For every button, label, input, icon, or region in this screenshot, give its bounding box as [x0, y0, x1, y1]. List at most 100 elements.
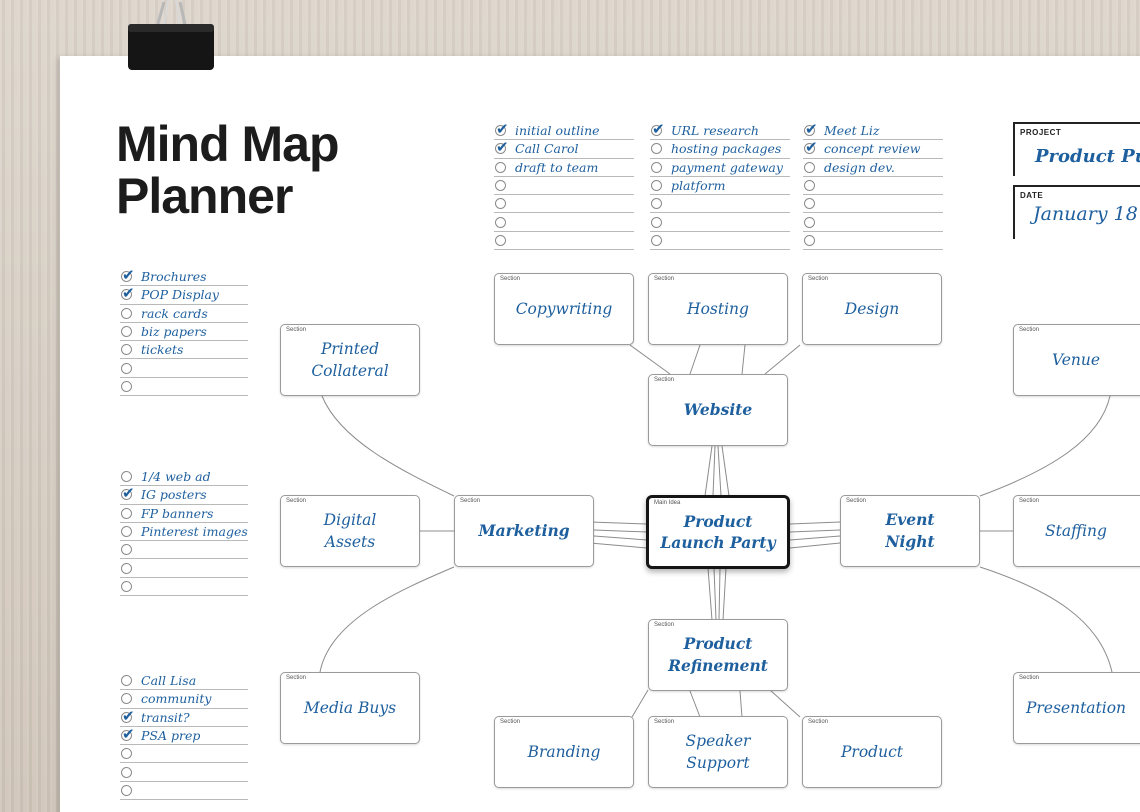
- empty-circle-icon[interactable]: [495, 198, 506, 210]
- empty-circle-icon[interactable]: [121, 380, 132, 392]
- node-hosting[interactable]: Section Hosting: [648, 273, 788, 345]
- node-printed-collateral[interactable]: Section Printed Collateral: [280, 324, 420, 396]
- list-item[interactable]: [803, 232, 943, 251]
- node-design[interactable]: Section Design: [802, 273, 942, 345]
- node-presentation[interactable]: Section Presentation: [1013, 672, 1140, 744]
- list-item[interactable]: Call Carol: [494, 138, 634, 159]
- empty-circle-icon[interactable]: [121, 326, 132, 338]
- list-item[interactable]: [803, 213, 943, 232]
- list-item[interactable]: tickets: [120, 341, 248, 360]
- empty-circle-icon[interactable]: [804, 180, 815, 192]
- node-media-buys[interactable]: Section Media Buys: [280, 672, 420, 744]
- node-website[interactable]: Section Website: [648, 374, 788, 446]
- node-marketing[interactable]: Section Marketing: [454, 495, 594, 567]
- empty-circle-icon[interactable]: [651, 180, 662, 192]
- empty-circle-icon[interactable]: [495, 161, 506, 173]
- list-item[interactable]: URL research: [650, 120, 790, 141]
- list-item[interactable]: [120, 541, 248, 560]
- empty-circle-icon[interactable]: [804, 198, 815, 210]
- empty-circle-icon[interactable]: [121, 693, 132, 705]
- node-speaker-support[interactable]: Section Speaker Support: [648, 716, 788, 788]
- check-circle-icon[interactable]: [121, 266, 135, 284]
- node-staffing[interactable]: Section Staffing: [1013, 495, 1140, 567]
- list-item[interactable]: IG posters: [120, 484, 248, 505]
- empty-circle-icon[interactable]: [121, 507, 132, 519]
- empty-circle-icon[interactable]: [121, 526, 132, 538]
- list-item[interactable]: draft to team: [494, 159, 634, 177]
- empty-circle-icon[interactable]: [651, 234, 662, 246]
- list-item[interactable]: [650, 213, 790, 232]
- project-field[interactable]: PROJECT Product Pu: [1013, 122, 1140, 176]
- empty-circle-icon[interactable]: [495, 216, 506, 228]
- empty-circle-icon[interactable]: [495, 234, 506, 246]
- list-item[interactable]: [650, 195, 790, 214]
- empty-circle-icon[interactable]: [651, 198, 662, 210]
- node-copywriting[interactable]: Section Copywriting: [494, 273, 634, 345]
- check-circle-icon[interactable]: [121, 707, 135, 725]
- list-item[interactable]: PSA prep: [120, 725, 248, 746]
- empty-circle-icon[interactable]: [121, 766, 132, 778]
- node-product[interactable]: Section Product: [802, 716, 942, 788]
- empty-circle-icon[interactable]: [121, 675, 132, 687]
- empty-circle-icon[interactable]: [121, 362, 132, 374]
- empty-circle-icon[interactable]: [804, 216, 815, 228]
- empty-circle-icon[interactable]: [651, 216, 662, 228]
- list-item[interactable]: Pinterest images: [120, 523, 248, 542]
- empty-circle-icon[interactable]: [804, 234, 815, 246]
- list-item[interactable]: payment gateway: [650, 159, 790, 177]
- list-item[interactable]: Meet Liz: [803, 120, 943, 141]
- empty-circle-icon[interactable]: [804, 161, 815, 173]
- list-item[interactable]: rack cards: [120, 305, 248, 323]
- empty-circle-icon[interactable]: [121, 784, 132, 796]
- empty-circle-icon[interactable]: [121, 748, 132, 760]
- check-circle-icon[interactable]: [495, 138, 509, 156]
- list-item[interactable]: [803, 177, 943, 196]
- list-item[interactable]: concept review: [803, 138, 943, 159]
- check-circle-icon[interactable]: [804, 138, 818, 156]
- empty-circle-icon[interactable]: [651, 161, 662, 173]
- empty-circle-icon[interactable]: [121, 307, 132, 319]
- check-circle-icon[interactable]: [121, 725, 135, 743]
- list-item[interactable]: [494, 177, 634, 196]
- list-item[interactable]: [803, 195, 943, 214]
- empty-circle-icon[interactable]: [121, 471, 132, 483]
- check-circle-icon[interactable]: [495, 120, 509, 138]
- node-venue[interactable]: Section Venue: [1013, 324, 1140, 396]
- list-item[interactable]: initial outline: [494, 120, 634, 141]
- list-item[interactable]: [120, 559, 248, 578]
- node-main-idea[interactable]: Main Idea Product Launch Party: [646, 495, 790, 569]
- list-item[interactable]: platform: [650, 177, 790, 196]
- empty-circle-icon[interactable]: [495, 180, 506, 192]
- list-item[interactable]: [650, 232, 790, 251]
- list-item[interactable]: Brochures: [120, 266, 248, 287]
- list-item[interactable]: 1/4 web ad: [120, 468, 248, 487]
- list-item[interactable]: design dev.: [803, 159, 943, 177]
- node-branding[interactable]: Section Branding: [494, 716, 634, 788]
- empty-circle-icon[interactable]: [121, 580, 132, 592]
- list-item[interactable]: [494, 195, 634, 214]
- list-item[interactable]: [120, 578, 248, 597]
- date-field[interactable]: DATE January 18: [1013, 185, 1140, 239]
- node-digital-assets[interactable]: Section Digital Assets: [280, 495, 420, 567]
- node-product-refinement[interactable]: Section Product Refinement: [648, 619, 788, 691]
- list-item[interactable]: [120, 745, 248, 764]
- list-item[interactable]: community: [120, 690, 248, 709]
- list-item[interactable]: FP banners: [120, 505, 248, 523]
- check-circle-icon[interactable]: [804, 120, 818, 138]
- list-item[interactable]: hosting packages: [650, 140, 790, 159]
- check-circle-icon[interactable]: [121, 484, 135, 502]
- check-circle-icon[interactable]: [651, 120, 665, 138]
- list-item[interactable]: biz papers: [120, 323, 248, 342]
- list-item[interactable]: [120, 378, 248, 397]
- check-circle-icon[interactable]: [121, 284, 135, 302]
- list-item[interactable]: [494, 213, 634, 232]
- empty-circle-icon[interactable]: [121, 344, 132, 356]
- list-item[interactable]: [120, 782, 248, 801]
- list-item[interactable]: POP Display: [120, 284, 248, 305]
- node-event-night[interactable]: Section Event Night: [840, 495, 980, 567]
- list-item[interactable]: [494, 232, 634, 251]
- list-item[interactable]: Call Lisa: [120, 672, 248, 691]
- list-item[interactable]: [120, 763, 248, 782]
- list-item[interactable]: transit?: [120, 707, 248, 727]
- empty-circle-icon[interactable]: [651, 143, 662, 155]
